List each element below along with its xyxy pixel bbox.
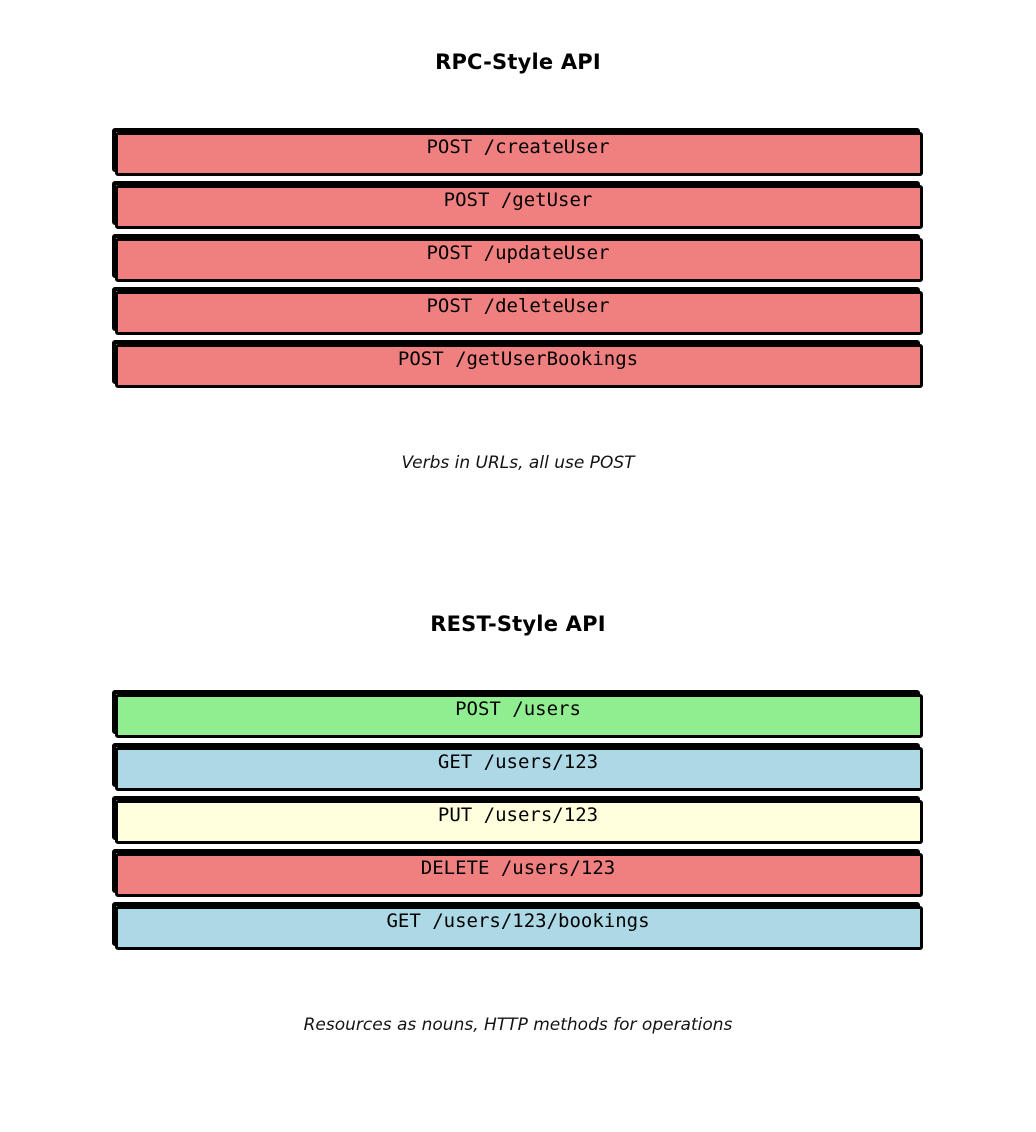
section-caption-rest: Resources as nouns, HTTP methods for ope… xyxy=(303,1015,733,1035)
endpoint-box-fill[interactable] xyxy=(115,694,923,738)
endpoint-box-fill[interactable] xyxy=(115,800,923,844)
endpoint-box-fill[interactable] xyxy=(115,291,923,335)
endpoint-row: PUT /users/123 xyxy=(0,796,1036,849)
endpoint-row: POST /getUserBookings xyxy=(0,340,1036,393)
endpoint-row: GET /users/123 xyxy=(0,743,1036,796)
endpoint-row: DELETE /users/123 xyxy=(0,849,1036,902)
endpoint-box-fill[interactable] xyxy=(115,185,923,229)
endpoint-box-fill[interactable] xyxy=(115,906,923,950)
endpoint-box-fill[interactable] xyxy=(115,853,923,897)
endpoint-group-rpc: POST /createUser POST /getUser POST /upd… xyxy=(0,128,1036,393)
section-title-rest: REST-Style API xyxy=(430,612,606,636)
endpoint-row: POST /users xyxy=(0,690,1036,743)
endpoint-row: POST /getUser xyxy=(0,181,1036,234)
endpoint-row: POST /createUser xyxy=(0,128,1036,181)
section-title-rpc: RPC-Style API xyxy=(435,50,601,74)
endpoint-row: POST /deleteUser xyxy=(0,287,1036,340)
section-caption-rpc: Verbs in URLs, all use POST xyxy=(401,453,635,473)
endpoint-row: POST /updateUser xyxy=(0,234,1036,287)
endpoint-box-fill[interactable] xyxy=(115,747,923,791)
endpoint-row: GET /users/123/bookings xyxy=(0,902,1036,955)
endpoint-box-fill[interactable] xyxy=(115,344,923,388)
endpoint-box-fill[interactable] xyxy=(115,132,923,176)
endpoint-box-fill[interactable] xyxy=(115,238,923,282)
endpoint-group-rest: POST /users GET /users/123 PUT /users/12… xyxy=(0,690,1036,955)
